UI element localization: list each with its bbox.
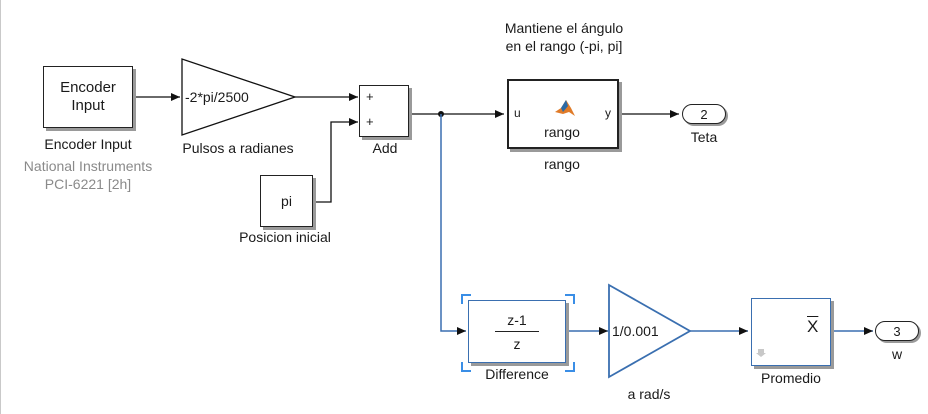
- selection-handle-tl[interactable]: [461, 294, 471, 304]
- promedio-block[interactable]: [751, 298, 831, 366]
- selection-handle-tr[interactable]: [565, 294, 575, 304]
- encoder-line1: Encoder: [60, 79, 116, 96]
- difference-block[interactable]: z-1 z: [468, 300, 566, 363]
- add-block[interactable]: [359, 85, 409, 137]
- difference-denominator: z: [513, 335, 521, 352]
- rango-out-port: y: [605, 106, 611, 120]
- promedio-symbol: X: [807, 317, 819, 336]
- outport-w-number: 3: [893, 323, 901, 339]
- gain2-text: 1/0.001: [612, 323, 659, 339]
- encoder-block-text: Encoder Input: [60, 79, 116, 115]
- outport-w[interactable]: 3: [875, 321, 919, 341]
- rango-inner-text: rango: [544, 124, 580, 140]
- encoder-label: Encoder Input: [44, 136, 132, 152]
- constant-label: Posicion inicial: [239, 229, 331, 245]
- encoder-input-block[interactable]: Encoder Input: [43, 66, 133, 128]
- gain-block-shape[interactable]: [181, 58, 298, 136]
- outport-w-label: w: [891, 346, 903, 362]
- outport-teta-label: Teta: [690, 129, 718, 145]
- constant-block[interactable]: pi: [260, 175, 313, 227]
- rango-annotation-2: en el rango (-pi, pi]: [505, 38, 623, 54]
- rango-label: rango: [544, 156, 580, 172]
- wire-const-add[interactable]: [314, 118, 358, 203]
- add-sign-1: +: [366, 89, 374, 104]
- difference-numerator: z-1: [507, 311, 527, 328]
- rango-annotation-1: Mantiene el ángulo: [504, 20, 624, 36]
- wire-branch-difference[interactable]: [440, 114, 466, 335]
- outport-teta[interactable]: 2: [682, 104, 726, 124]
- outport-teta-number: 2: [700, 106, 708, 122]
- gain-label: Pulsos a radianes: [182, 140, 294, 156]
- promedio-label: Promedio: [761, 370, 821, 386]
- down-arrow-icon: [756, 349, 766, 357]
- add-label: Add: [372, 140, 398, 156]
- constant-text: pi: [281, 193, 292, 209]
- matlab-icon: [555, 100, 575, 116]
- selection-handle-br[interactable]: [565, 362, 575, 372]
- encoder-sublabel-2: PCI-6221 [2h]: [44, 176, 132, 192]
- fraction-bar: [495, 330, 539, 332]
- gain2-block-shape[interactable]: [608, 283, 692, 379]
- gain2-label: a rad/s: [627, 386, 671, 402]
- add-sign-2: +: [366, 114, 374, 129]
- rango-in-port: u: [514, 106, 521, 120]
- encoder-sublabel-1: National Instruments: [23, 158, 153, 174]
- encoder-line2: Input: [71, 97, 105, 114]
- difference-label: Difference: [485, 366, 549, 382]
- selection-handle-bl[interactable]: [461, 362, 471, 372]
- gain-text: -2*pi/2500: [185, 89, 249, 105]
